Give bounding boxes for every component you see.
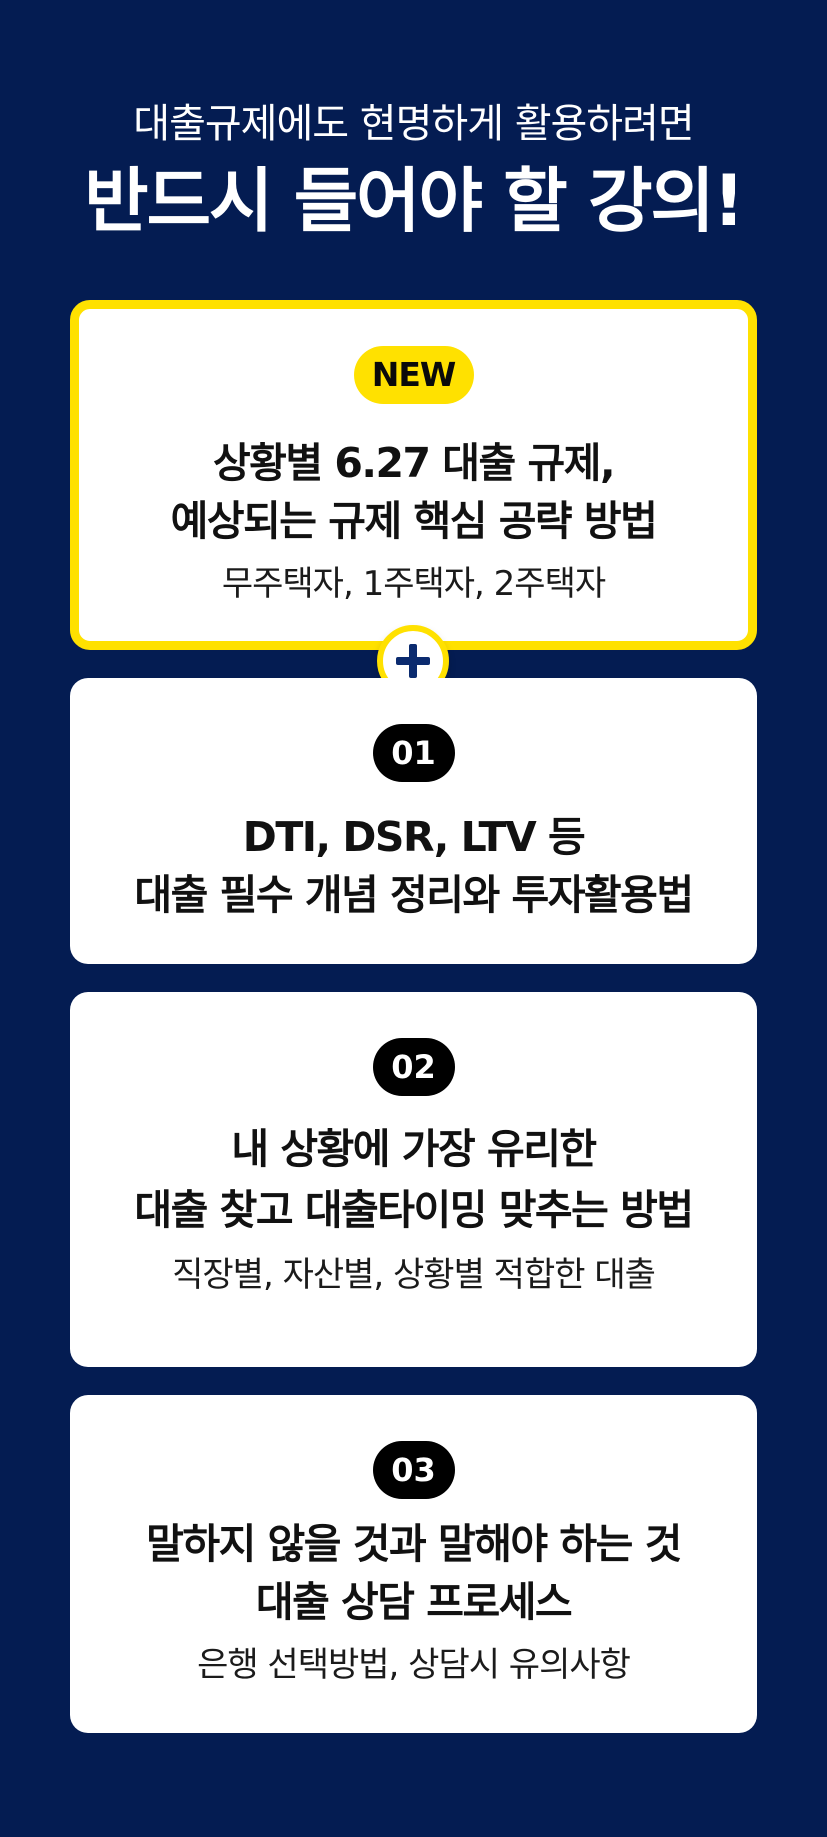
lecture-subtitle: 직장별, 자산별, 상황별 적합한 대출 [172, 1255, 656, 1295]
lecture-title: 말하지 않을 것과 말해야 하는 것 대출 상담 프로세스 [70, 1515, 757, 1631]
header-title: 반드시 들어야 할 강의! [84, 160, 745, 242]
lecture-card-03: 03 말하지 않을 것과 말해야 하는 것 대출 상담 프로세스 은행 선택방법… [70, 1395, 757, 1733]
header-subtitle: 대출규제에도 현명하게 활용하려면 [133, 101, 694, 147]
featured-lecture-subtitle: 무주택자, 1주택자, 2주택자 [221, 564, 606, 604]
lecture-title-line-1: DTI, DSR, LTV 등 [242, 813, 586, 861]
lecture-card-02: 02 내 상황에 가장 유리한 대출 찾고 대출타이밍 맞추는 방법 직장별, … [70, 992, 757, 1367]
plus-icon [396, 644, 430, 678]
new-badge: NEW [353, 346, 474, 404]
lecture-title-line-2: 대출 상담 프로세스 [255, 1578, 573, 1626]
lecture-title-line-2: 대출 찾고 대출타이밍 맞추는 방법 [134, 1186, 694, 1234]
featured-lecture-card: NEW 상황별 6.27 대출 규제, 예상되는 규제 핵심 공략 방법 무주택… [70, 300, 757, 650]
lecture-card-01: 01 DTI, DSR, LTV 등 대출 필수 개념 정리와 투자활용법 [70, 678, 757, 964]
featured-lecture-title: 상황별 6.27 대출 규제, 예상되는 규제 핵심 공략 방법 [79, 434, 748, 550]
lecture-title-line-1: 말하지 않을 것과 말해야 하는 것 [146, 1520, 682, 1568]
featured-title-line-2: 예상되는 규제 핵심 공략 방법 [170, 497, 658, 545]
lecture-title: 내 상황에 가장 유리한 대출 찾고 대출타이밍 맞추는 방법 [70, 1119, 757, 1241]
lecture-subtitle: 은행 선택방법, 상담시 유의사항 [197, 1645, 631, 1685]
lecture-title-line-1: 내 상황에 가장 유리한 [231, 1125, 597, 1173]
lecture-number-badge: 01 [372, 724, 455, 782]
featured-title-line-1: 상황별 6.27 대출 규제, [212, 439, 616, 487]
lecture-title: DTI, DSR, LTV 등 대출 필수 개념 정리와 투자활용법 [70, 808, 757, 924]
lecture-title-line-2: 대출 필수 개념 정리와 투자활용법 [134, 871, 694, 919]
lecture-number-badge: 03 [372, 1441, 455, 1499]
lecture-number-badge: 02 [372, 1038, 455, 1096]
